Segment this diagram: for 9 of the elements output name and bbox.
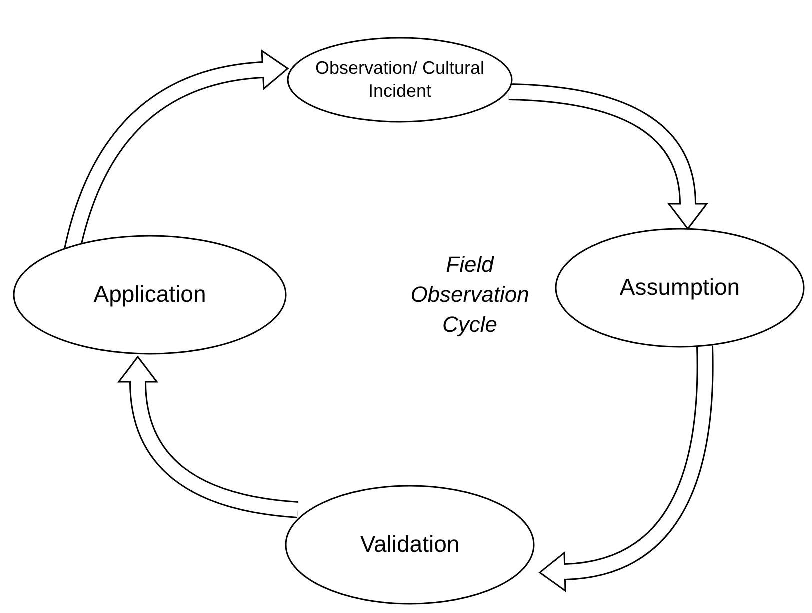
node-label: Validation: [360, 530, 460, 560]
node-label: Observation/ Cultural Incident: [314, 56, 486, 103]
ellipse-node: [555, 228, 805, 348]
node-label: Application: [94, 280, 206, 310]
center-caption: Field Observation Cycle: [410, 251, 530, 339]
ellipse-node: [13, 235, 287, 355]
node-label: Assumption: [620, 273, 740, 302]
ellipse-node: [287, 37, 513, 123]
ellipse-node: [285, 485, 535, 605]
